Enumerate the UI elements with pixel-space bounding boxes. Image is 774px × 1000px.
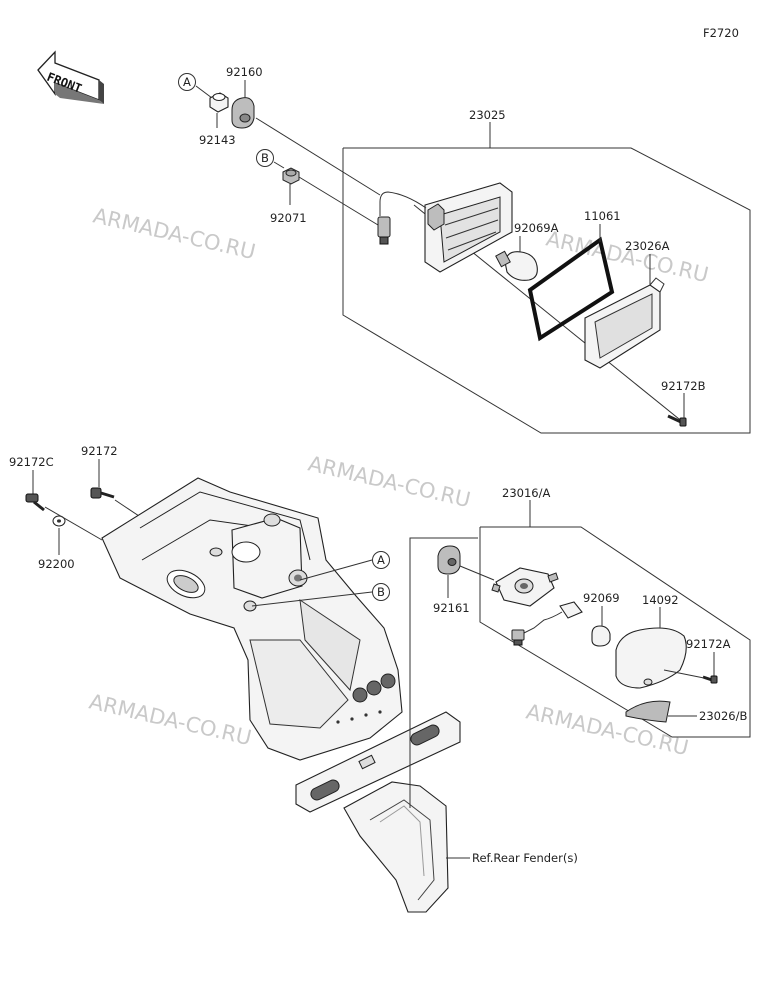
- assembly-box-23025: [342, 122, 751, 434]
- label-23026A: 23026A: [625, 239, 670, 253]
- label-92172C: 92172C: [9, 455, 54, 469]
- callout-b-label: B: [261, 151, 269, 165]
- part-92200-washer: [52, 515, 66, 555]
- label-23016A: 23016/A: [502, 486, 550, 500]
- callout-a-label: A: [183, 75, 191, 89]
- label-14092: 14092: [642, 593, 679, 607]
- callout-b-bracket-label: B: [377, 585, 385, 599]
- part-11061-gasket: [527, 224, 615, 342]
- watermark: ARMADA-CO.RU: [87, 689, 254, 750]
- label-11061: 11061: [584, 209, 621, 223]
- label-92143: 92143: [199, 133, 236, 147]
- label-92160: 92160: [226, 65, 263, 79]
- label-23025: 23025: [469, 108, 506, 122]
- part-92069A-bulb: [495, 236, 538, 281]
- label-23026B: 23026/B: [699, 709, 747, 723]
- label-92172A: 92172A: [686, 637, 731, 651]
- label-92172B: 92172B: [661, 379, 706, 393]
- label-92172: 92172: [81, 444, 118, 458]
- license-light-socket: [491, 567, 559, 607]
- label-92200: 92200: [38, 557, 75, 571]
- callout-a-bracket: A: [299, 551, 390, 581]
- leader-line: [459, 565, 495, 581]
- front-arrow: FRONT: [37, 50, 104, 104]
- part-23026A-lens: [584, 254, 665, 369]
- license-light-wire: [511, 601, 583, 646]
- leader-line: [255, 117, 381, 196]
- part-92172B-screw: [667, 393, 687, 427]
- part-92172C-bolt: [25, 470, 45, 512]
- rear-fender-bracket: [101, 477, 461, 913]
- part-92161-grommet: [437, 545, 461, 598]
- assembly-box-23016A: [409, 500, 751, 808]
- part-92172A-screw: [702, 652, 718, 684]
- part-23026B-lens: [625, 700, 697, 723]
- label-92071: 92071: [270, 211, 307, 225]
- part-92069-bulb: [591, 606, 611, 647]
- callout-a: A: [178, 73, 213, 99]
- watermark: ARMADA-CO.RU: [544, 226, 711, 287]
- watermark: ARMADA-CO.RU: [91, 203, 258, 264]
- part-14092-cover: [615, 607, 687, 689]
- part-92143-collar: [209, 92, 229, 128]
- label-ref-rear-fender: Ref.Rear Fender(s): [472, 851, 578, 865]
- callout-a-bracket-label: A: [377, 553, 385, 567]
- label-92069A: 92069A: [514, 221, 559, 235]
- label-92069: 92069: [583, 591, 620, 605]
- part-92160-grommet: [231, 80, 255, 129]
- part-92071-grommet: [282, 167, 300, 205]
- leader-line: [298, 176, 379, 226]
- tail-light-housing: [377, 182, 513, 273]
- callout-b: B: [256, 149, 285, 169]
- callout-b-bracket: B: [251, 583, 390, 607]
- leader-line: [663, 669, 705, 679]
- diagram-code: F2720: [703, 26, 739, 40]
- leader-line: [114, 499, 143, 519]
- label-92161: 92161: [433, 601, 470, 615]
- part-92172-bolt: [90, 459, 115, 499]
- leader-line: [44, 506, 103, 541]
- watermark: ARMADA-CO.RU: [306, 451, 473, 512]
